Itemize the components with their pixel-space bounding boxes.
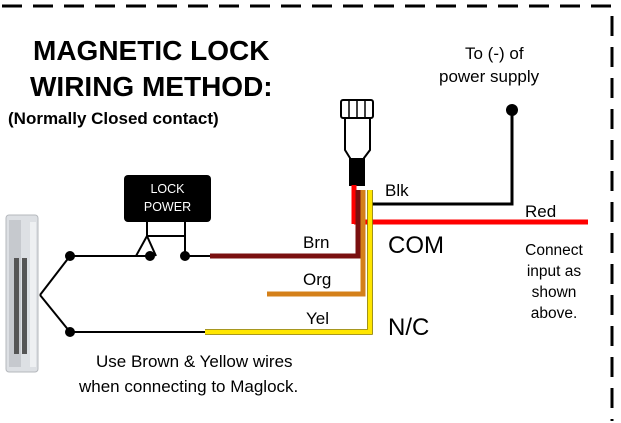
dashed-border <box>2 4 614 421</box>
title-line-2: WIRING METHOD: <box>30 71 273 102</box>
maglock-wire-top <box>39 255 71 296</box>
lock-power-label-1: LOCK <box>150 182 185 196</box>
yellow-wire <box>205 190 373 335</box>
maglock-device <box>5 214 39 373</box>
lock-power-box: LOCK POWER <box>124 175 211 222</box>
maglock-wire-bottom <box>39 294 71 333</box>
title-line-1: MAGNETIC LOCK <box>33 35 270 66</box>
black-wire <box>368 110 514 206</box>
red-wire-label: Red <box>525 202 557 221</box>
supply-note-line-1: To (-) of <box>465 44 524 63</box>
usage-note-line-1: Use Brown & Yellow wires <box>96 352 293 371</box>
orange-wire <box>267 190 366 297</box>
black-wire-label: Blk <box>385 181 409 200</box>
brown-wire-label: Brn <box>303 233 330 252</box>
orange-wire-label: Org <box>303 270 332 289</box>
connect-note: Connect input as shown above. <box>525 242 583 322</box>
yellow-wire-label: Yel <box>306 309 330 328</box>
lock-power-label-2: POWER <box>143 200 192 214</box>
supply-note-line-2: power supply <box>439 67 540 86</box>
brown-wire <box>210 190 361 259</box>
nc-terminal-label: N/C <box>388 314 430 341</box>
relay-connector <box>340 99 374 186</box>
common-terminal-label: COM <box>388 232 444 259</box>
usage-note-line-2: when connecting to Maglock. <box>79 377 299 396</box>
subtitle: (Normally Closed contact) <box>8 109 219 128</box>
